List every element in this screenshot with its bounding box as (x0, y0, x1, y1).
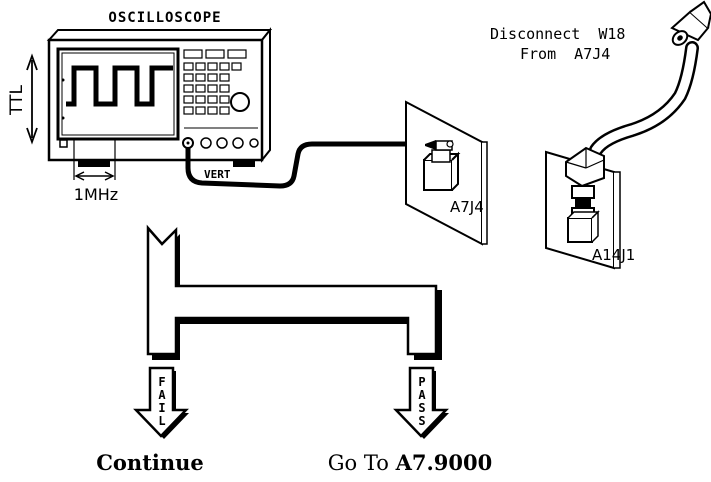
pass-action-target: A7.9000 (395, 450, 493, 475)
instruction-line-2: From A7J4 (520, 45, 610, 63)
control-knob (230, 92, 250, 112)
a7j4-connector: A7J4 (405, 100, 488, 246)
pass-letter-s2: S (418, 414, 425, 428)
oscilloscope-screen (56, 47, 180, 141)
fail-letter-a: A (158, 388, 166, 402)
control-buttons (183, 49, 247, 115)
pass-action-label: Go To A7.9000 (328, 450, 492, 475)
vert-label: VERT (204, 168, 231, 181)
pass-letter-a: A (418, 388, 426, 402)
instruction-line-1: Disconnect W18 (490, 25, 625, 43)
pass-action-prefix: Go To (328, 451, 389, 475)
fail-arrow: F A I L (133, 366, 189, 439)
fail-letter-i: I (158, 401, 165, 415)
a14j1-label: A14J1 (592, 246, 635, 264)
a7j4-label: A7J4 (450, 198, 484, 216)
a14j1-connector: A14J1 (545, 146, 635, 270)
w18-cable-end (670, 0, 711, 46)
pass-letter-p: P (418, 375, 425, 389)
ttl-amplitude-marker: TTL (7, 53, 38, 145)
pass-letter-s1: S (418, 401, 425, 415)
disconnect-instruction: Disconnect W18 From A7J4 (490, 25, 625, 63)
pass-arrow: P A S S (393, 366, 449, 439)
square-wave-trace (66, 65, 173, 107)
w18-cable (589, 0, 711, 157)
probe-cable: VERT (185, 141, 425, 189)
decision-flow-path (146, 224, 442, 360)
oscilloscope-title: OSCILLOSCOPE (108, 10, 221, 26)
flow-shape (146, 224, 438, 356)
fail-letter-f: F (158, 375, 165, 389)
frequency-marker: 1MHz (73, 138, 118, 204)
fail-action-label: Continue (96, 450, 204, 475)
ttl-label: TTL (7, 85, 27, 116)
oscilloscope: OSCILLOSCOPE (46, 10, 273, 167)
fail-letter-l: L (158, 414, 165, 428)
frequency-label: 1MHz (74, 185, 118, 204)
